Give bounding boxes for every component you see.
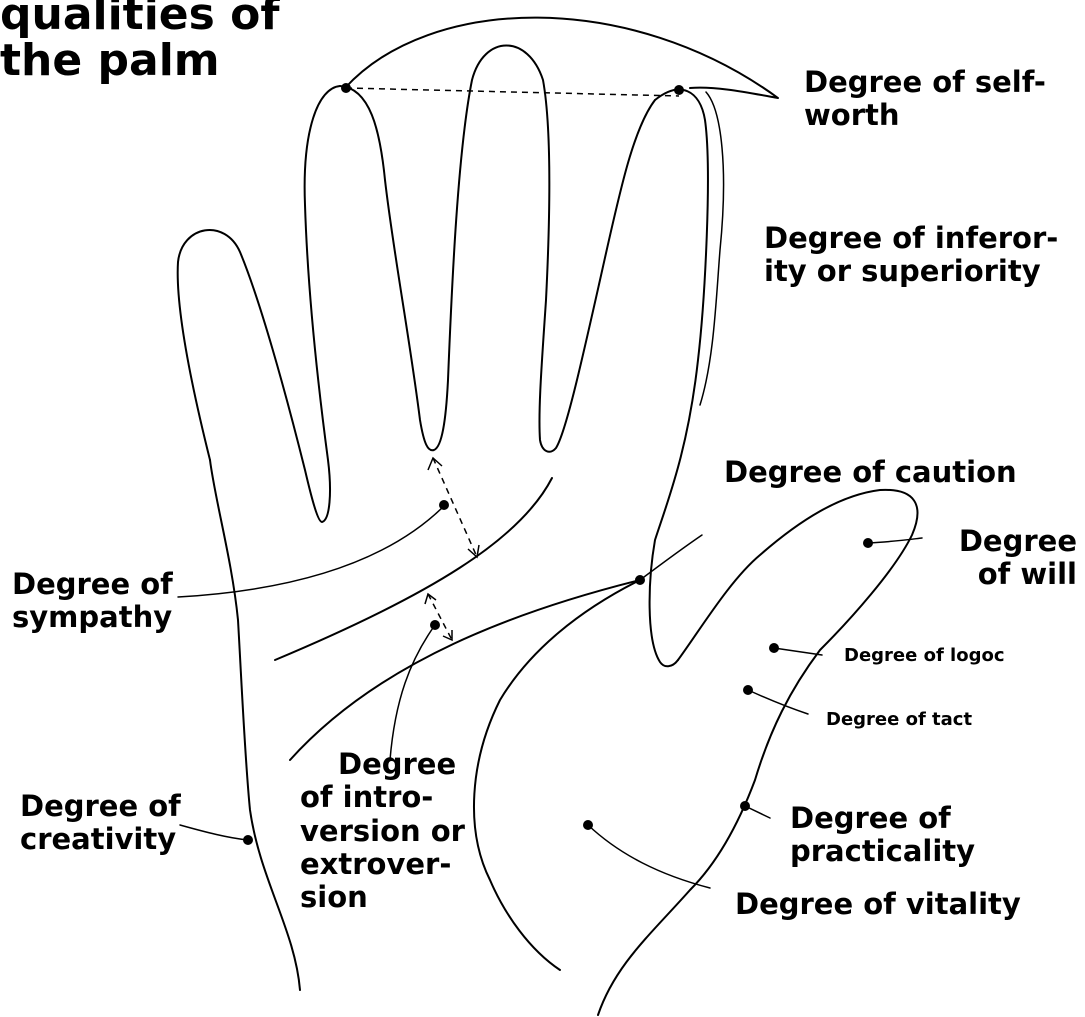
caution-dot (635, 575, 645, 585)
vitality-dot (583, 820, 593, 830)
label-vitality: Degree of vitality (735, 888, 1021, 921)
diagram-title: qualities of the palm (0, 0, 280, 84)
self-worth-dot-left (341, 83, 351, 93)
tact-pointer (748, 690, 808, 714)
label-inferiority: Degree of inferor- ity or superiority (764, 222, 1058, 289)
label-self-worth: Degree of self- worth (804, 66, 1046, 133)
title-line-2: the palm (0, 38, 280, 84)
sympathy-dot (439, 500, 449, 510)
label-caution: Degree of caution (724, 456, 1017, 489)
self-worth-dashed-line (346, 88, 679, 96)
label-creativity: Degree of creativity (20, 790, 181, 857)
label-sympathy: Degree of sympathy (12, 568, 173, 635)
label-practicality: Degree of practicality (790, 802, 975, 869)
tact-dot (743, 685, 753, 695)
index-finger-outline (650, 90, 708, 667)
practicality-dot (740, 801, 750, 811)
sympathy-dashed-arrow (433, 458, 477, 557)
introversion-dot (430, 620, 440, 630)
inferiority-bracket (700, 92, 724, 405)
sympathy-arrowhead-top (428, 458, 442, 470)
sympathy-arrowhead-bottom (468, 545, 479, 557)
sympathy-pointer (178, 505, 445, 597)
self-worth-dot-right (674, 85, 684, 95)
label-tact: Degree of tact (826, 710, 972, 731)
head-line (290, 580, 640, 760)
life-line (474, 580, 640, 970)
self-worth-arc (345, 18, 778, 98)
creativity-dot (243, 835, 253, 845)
title-line-1: qualities of (0, 0, 280, 38)
caution-pointer (640, 535, 702, 580)
introversion-dashed-arrow (428, 594, 452, 640)
introversion-pointer (390, 625, 435, 760)
vitality-pointer (588, 825, 710, 888)
little-finger-outline (178, 86, 340, 522)
heart-line (275, 478, 552, 660)
creativity-pointer (180, 825, 248, 840)
label-logic: Degree of logoc (844, 646, 1005, 667)
logic-dot (769, 643, 779, 653)
thumb-outline (598, 490, 917, 1015)
ring-finger-outline (340, 46, 655, 452)
label-will: Degree of will (959, 525, 1077, 592)
will-pointer (868, 538, 922, 543)
logic-pointer (774, 648, 822, 655)
label-introversion: Degree of intro- version or extrover- si… (300, 748, 465, 915)
palm-left-edge (210, 460, 300, 990)
will-dot (863, 538, 873, 548)
